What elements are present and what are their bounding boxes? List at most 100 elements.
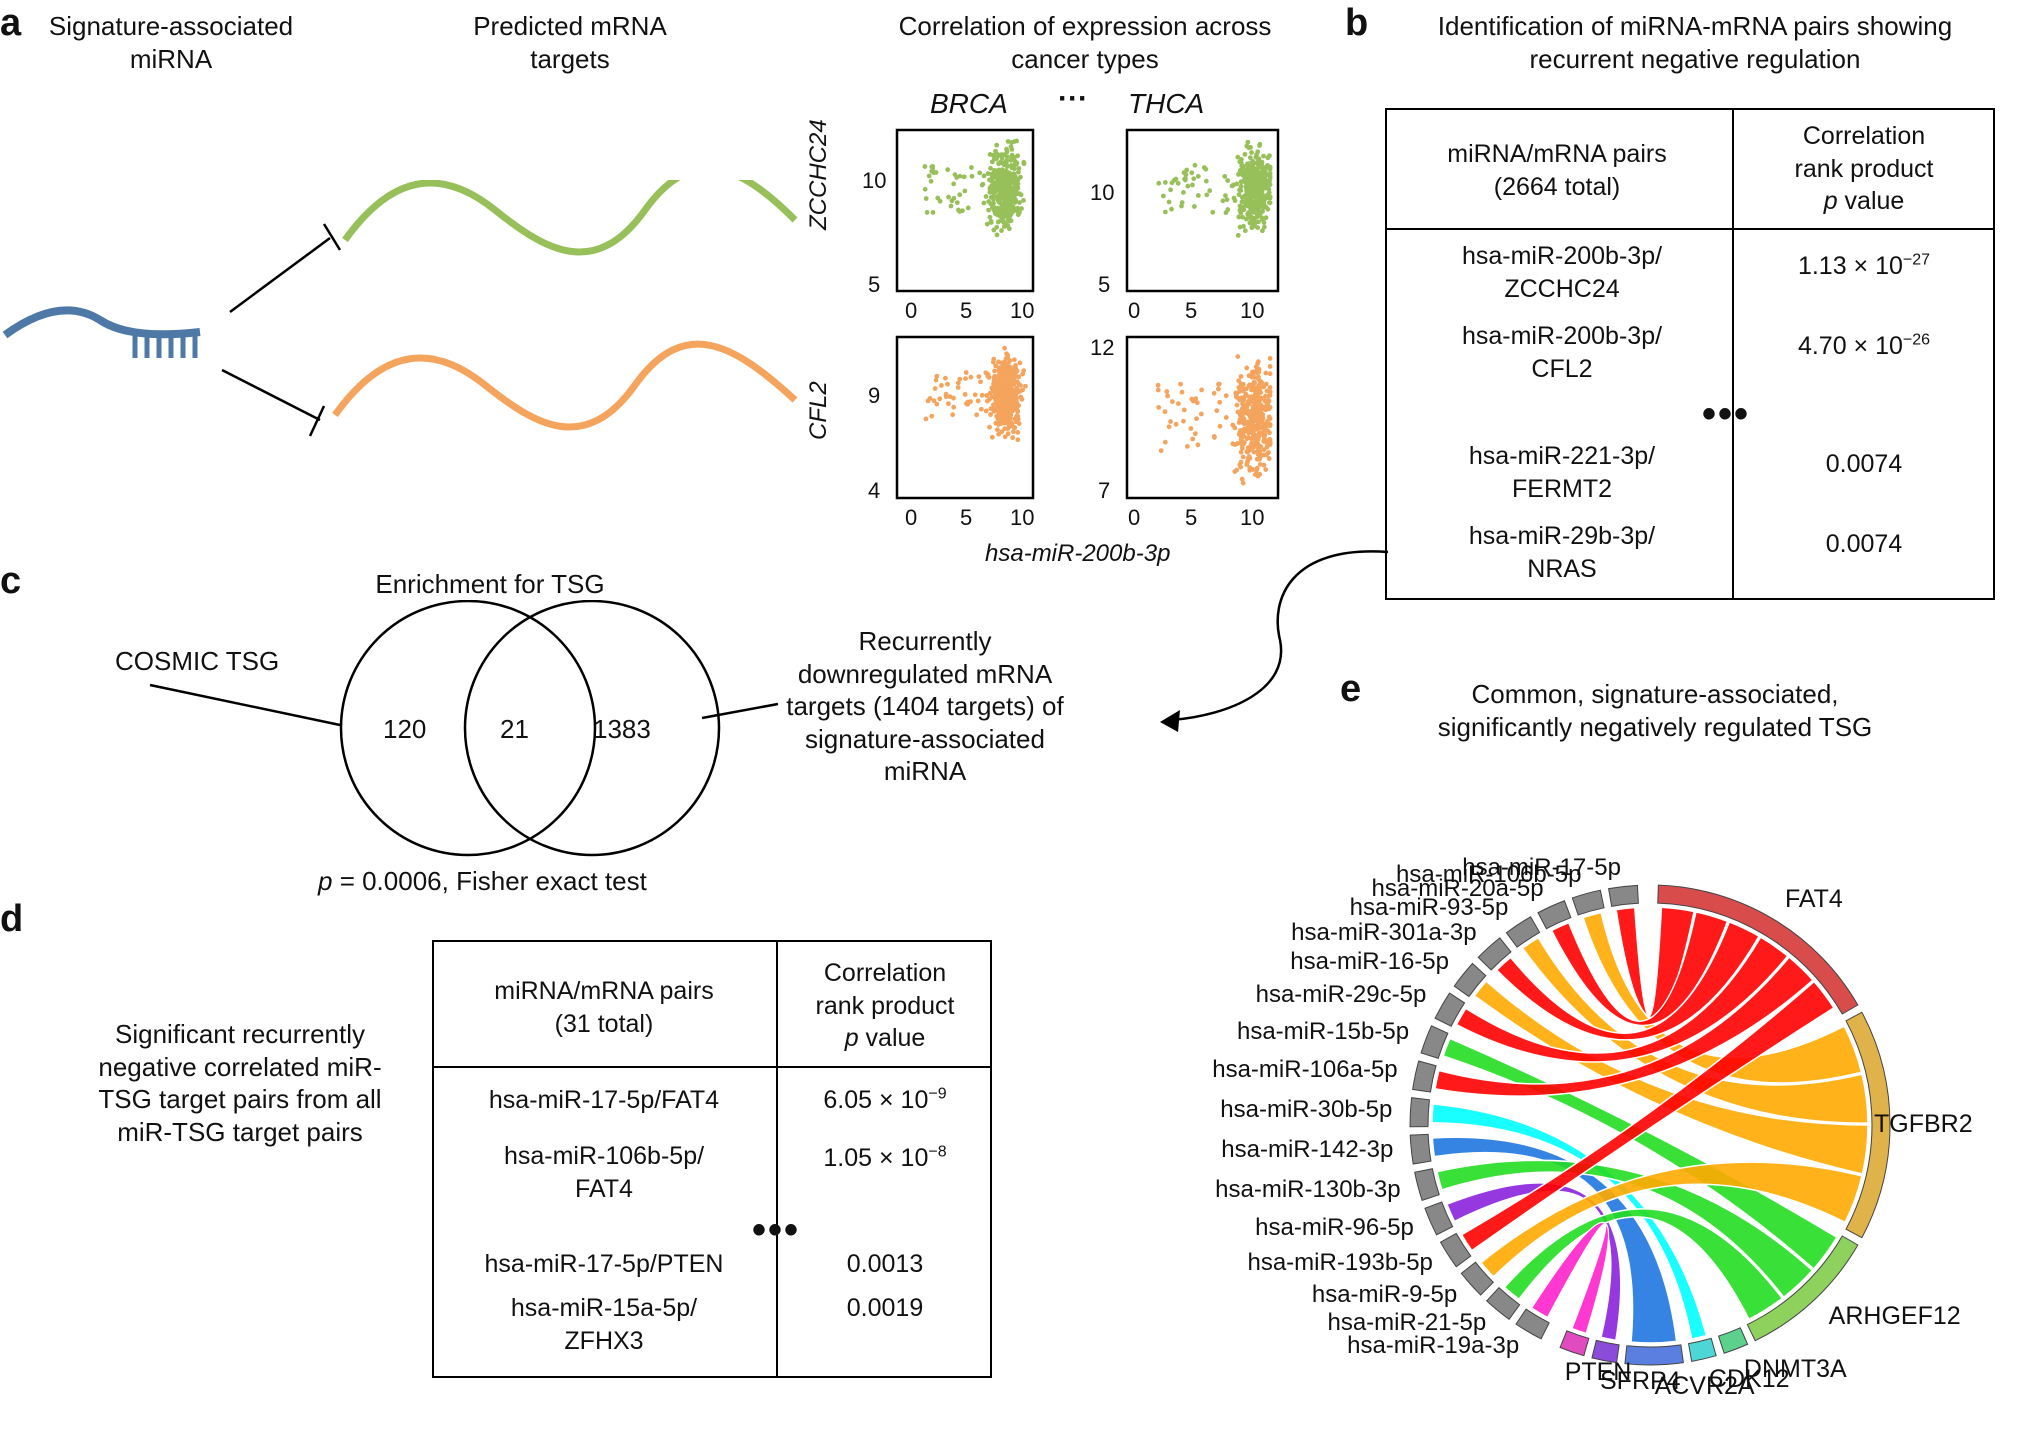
scatter-point [935,195,941,201]
scatter-point [951,195,957,201]
scatter-brca-cfl2 [895,335,1035,500]
tsg-label: CDK12 [1708,1365,1790,1394]
panel-d-ellipsis: ••• [752,1208,801,1252]
scatter-point [992,153,998,159]
scatter-point [1266,414,1272,420]
venn-right-count: 1383 [593,714,651,744]
cosmic-tsg-label: COSMIC TSG [115,646,280,676]
scatter-point [993,148,998,154]
xtick: 10 [1010,298,1035,323]
scatter-point [1260,180,1266,186]
scatter-point [1013,363,1018,368]
scatter-point [1266,456,1272,461]
scatter-point [1004,158,1010,163]
cancer-type-ellipsis: ··· [1058,82,1088,115]
scatter-point [1015,212,1021,218]
ytick: 7 [1098,478,1111,503]
scatter-point [965,205,971,211]
tsg-arc [1687,1337,1717,1362]
scatter-point [1261,201,1267,206]
scatter-point [992,368,998,374]
scatter-point [1004,351,1010,357]
scatter-point [1238,183,1244,189]
scatter-point [1169,206,1174,212]
scatter-point [1259,159,1265,165]
scatter-point [1210,209,1216,215]
scatter-point [1203,166,1209,172]
scatter-point [1248,445,1254,451]
scatter-point [1242,151,1248,157]
scatter-point [1241,386,1247,392]
scatter-point [978,406,984,412]
scatter-point [1267,430,1272,436]
scatter-point [1220,198,1226,204]
scatter-point [994,142,1000,148]
scatter-point [1241,223,1246,229]
scatter-point [1259,216,1265,222]
scatter-point [1158,448,1164,454]
scatter-point [1005,426,1011,431]
table-row: hsa-miR-17-5p/FAT4 [488,1086,720,1114]
scatter-point [957,192,963,198]
chord-ribbon [1503,1208,1784,1321]
scatter-point [1254,465,1260,471]
scatter-point [1194,400,1200,406]
tsg-arc [1657,884,1859,1015]
scatter-point [1238,188,1244,193]
scatter-point [1257,405,1263,411]
ytick: 4 [868,478,881,503]
ytick: 10 [862,168,887,193]
scatter-point [1237,203,1243,209]
panel-d-side-text: Significant recurrently negative correla… [98,1019,382,1147]
scatter-point [932,386,938,391]
scatter-point [991,200,996,206]
table-row-pvalue: 4.70 × 10−26 [1797,331,1931,360]
scatter-point [930,210,936,215]
scatter-point [1198,411,1204,417]
tsg-arc [1624,1344,1684,1366]
scatter-point [1001,359,1007,365]
scatter-point [1255,434,1260,440]
scatter-point [1010,408,1015,414]
scatter-point [1011,166,1017,172]
scatter-point [945,167,951,173]
scatter-point [1267,364,1273,369]
scatter-point [1005,355,1010,360]
scatter-point [1267,153,1272,159]
x-axis-label: hsa-miR-200b-3p [985,540,1171,567]
scatter-point [1252,385,1258,391]
tsg-arc [1746,1235,1859,1342]
scatter-point [1164,389,1170,394]
scatter-point [1261,224,1267,230]
scatter-point [929,413,935,419]
cancer-type-brca: BRCA [930,88,1008,119]
mirna-arc [1424,1201,1454,1236]
scatter-point [1000,397,1006,403]
scatter-point [980,181,986,187]
scatter-point [1016,166,1022,171]
scatter-point [1175,180,1181,186]
scatter-point [1240,207,1245,213]
chord-ribbon [1530,1221,1610,1335]
scatter-point [992,169,998,174]
scatter-point [1256,369,1262,375]
scatter-point [923,416,929,422]
scatter-point [1252,393,1257,398]
scatter-point [1207,188,1213,194]
scatter-point [1252,414,1257,420]
scatter-point [985,171,991,176]
scatter-point [1247,428,1252,434]
scatter-point [1021,198,1026,203]
scatter-point [1236,378,1242,384]
scatter-point [969,173,975,179]
tsg-label: ARHGEF12 [1828,1301,1961,1330]
scatter-point [1243,391,1249,397]
mirna-arc [1477,937,1512,971]
scatter-point [1248,161,1253,166]
scatter-point [1016,421,1022,426]
scatter-point [1011,425,1017,430]
scatter-point [1001,404,1007,410]
scatter-point [957,376,963,382]
scatter-point [1257,164,1262,170]
scatter-point [1235,409,1241,415]
